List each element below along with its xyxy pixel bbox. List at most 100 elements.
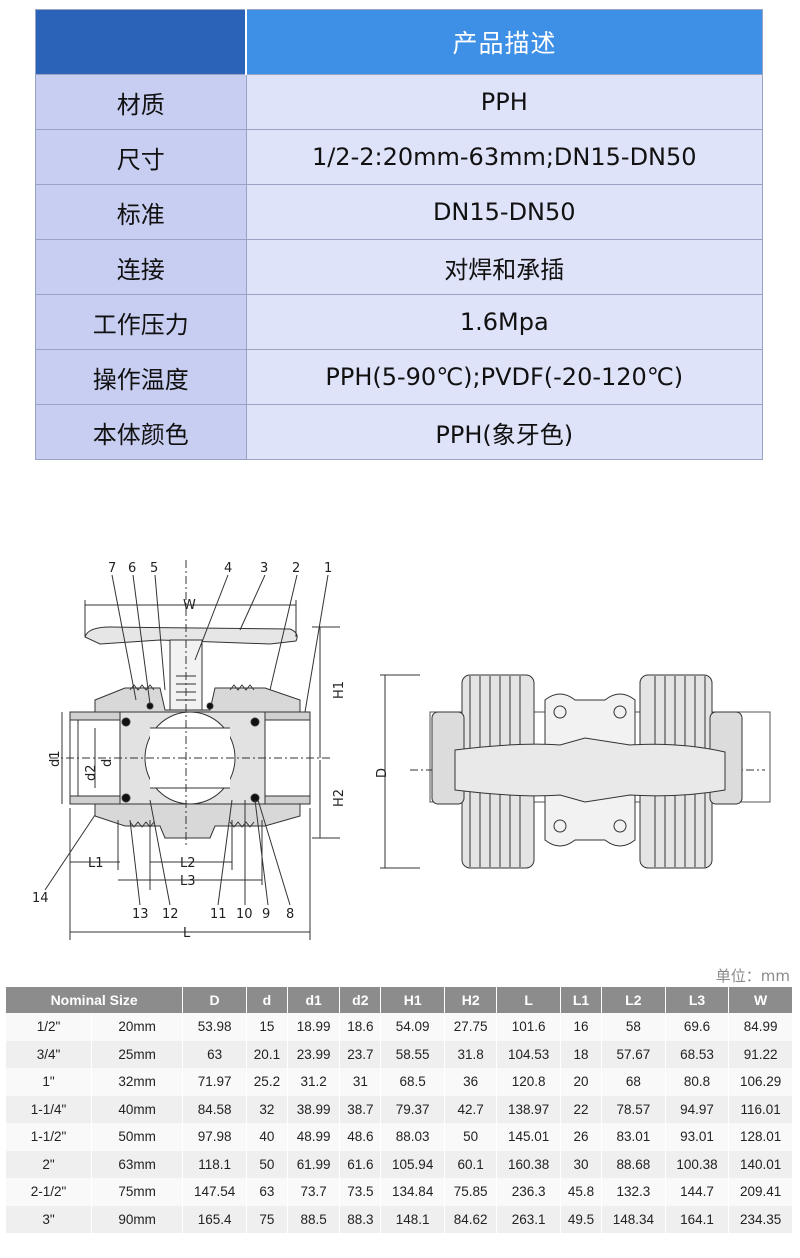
dim-label-h2: H2 [332,789,347,807]
table-cell: 165.4 [182,1205,247,1233]
table-cell: 263.1 [496,1205,561,1233]
table-cell: 145.01 [496,1123,561,1151]
dim-label-l1: L1 [88,856,104,871]
table-cell: 160.38 [496,1150,561,1178]
table-cell: 83.01 [601,1123,666,1151]
table-cell: 1-1/4" [6,1095,92,1123]
table-cell: 148.34 [601,1205,666,1233]
table-cell: 54.09 [380,1013,445,1041]
table-cell: 73.7 [287,1178,341,1206]
table-cell: 88.03 [380,1123,445,1151]
spec-header-title: 产品描述 [245,9,763,75]
table-cell: 23.99 [287,1040,341,1068]
table-cell: 45.8 [560,1178,603,1206]
part-number: 14 [32,891,49,906]
spec-header-blank [35,9,247,75]
table-cell: 26 [560,1123,603,1151]
spec-value: 对焊和承插 [245,239,763,295]
part-number: 7 [108,561,116,576]
table-cell: 1/2" [6,1013,92,1041]
table-cell: 84.99 [728,1013,793,1041]
part-number: 8 [286,907,294,922]
table-cell: 38.99 [287,1095,341,1123]
col-header: W [728,987,793,1013]
table-cell: 18 [560,1040,603,1068]
table-cell: 78.57 [601,1095,666,1123]
table-cell: 140.01 [728,1150,793,1178]
spec-row: 操作温度 PPH(5-90℃);PVDF(-20-120℃) [35,349,763,405]
table-cell: 31.2 [287,1068,341,1096]
table-cell: 2" [6,1150,92,1178]
table-cell: 48.99 [287,1123,341,1151]
spec-label: 操作温度 [35,349,247,405]
col-header: H1 [380,987,445,1013]
table-cell: 68 [601,1068,666,1096]
spec-row: 连接 对焊和承插 [35,239,763,295]
part-number: 5 [150,561,158,576]
table-cell: 27.75 [444,1013,498,1041]
dim-label-l2: L2 [180,856,196,871]
table-cell: 97.98 [182,1123,247,1151]
part-number: 3 [260,561,268,576]
table-cell: 138.97 [496,1095,561,1123]
table-cell: 120.8 [496,1068,561,1096]
table-cell: 80.8 [665,1068,730,1096]
table-cell: 18.6 [339,1013,382,1041]
table-cell: 234.35 [728,1205,793,1233]
col-header: d1 [287,987,341,1013]
table-cell: 164.1 [665,1205,730,1233]
table-cell: 58.55 [380,1040,445,1068]
part-number: 1 [324,561,332,576]
table-cell: 31 [339,1068,382,1096]
table-cell: 134.84 [380,1178,445,1206]
table-cell: 104.53 [496,1040,561,1068]
dim-label-d: d [100,759,115,767]
spec-value: PPH(象牙色) [245,404,763,460]
table-cell: 20 [560,1068,603,1096]
dim-label-d1: d1 [48,750,63,767]
dim-label-l: L [183,926,191,941]
dim-label-d-outer: D [375,768,390,778]
table-cell: 91.22 [728,1040,793,1068]
spec-label: 尺寸 [35,129,247,185]
spec-label: 材质 [35,74,247,130]
table-cell: 49.5 [560,1205,603,1233]
table-cell: 23.7 [339,1040,382,1068]
spec-header-row: 产品描述 [35,9,763,75]
table-cell: 42.7 [444,1095,498,1123]
table-cell: 53.98 [182,1013,247,1041]
part-number: 10 [236,907,253,922]
table-cell: 40mm [91,1095,184,1123]
part-number: 6 [128,561,136,576]
table-cell: 84.58 [182,1095,247,1123]
table-cell: 15 [246,1013,288,1041]
table-cell: 118.1 [182,1150,247,1178]
table-cell: 106.29 [728,1068,793,1096]
unit-label: 单位：mm [715,967,790,985]
table-cell: 132.3 [601,1178,666,1206]
col-header: L2 [601,987,666,1013]
table-cell: 79.37 [380,1095,445,1123]
table-cell: 69.6 [665,1013,730,1041]
part-number: 11 [210,907,227,922]
spec-value: PPH [245,74,763,130]
spec-row: 标准 DN15-DN50 [35,184,763,240]
table-cell: 75 [246,1205,288,1233]
table-cell: 68.5 [380,1068,445,1096]
table-cell: 60.1 [444,1150,498,1178]
table-cell: 148.1 [380,1205,445,1233]
table-cell: 30 [560,1150,603,1178]
spec-value: DN15-DN50 [245,184,763,240]
spec-label: 本体颜色 [35,404,247,460]
table-cell: 88.5 [287,1205,341,1233]
spec-row: 本体颜色 PPH(象牙色) [35,404,763,460]
table-cell: 105.94 [380,1150,445,1178]
table-cell: 1-1/2" [6,1123,92,1151]
spec-value: 1.6Mpa [245,294,763,350]
table-cell: 61.6 [339,1150,382,1178]
spec-table: 产品描述 材质 PPH 尺寸 1/2-2:20mm-63mm;DN15-DN50… [35,9,763,460]
